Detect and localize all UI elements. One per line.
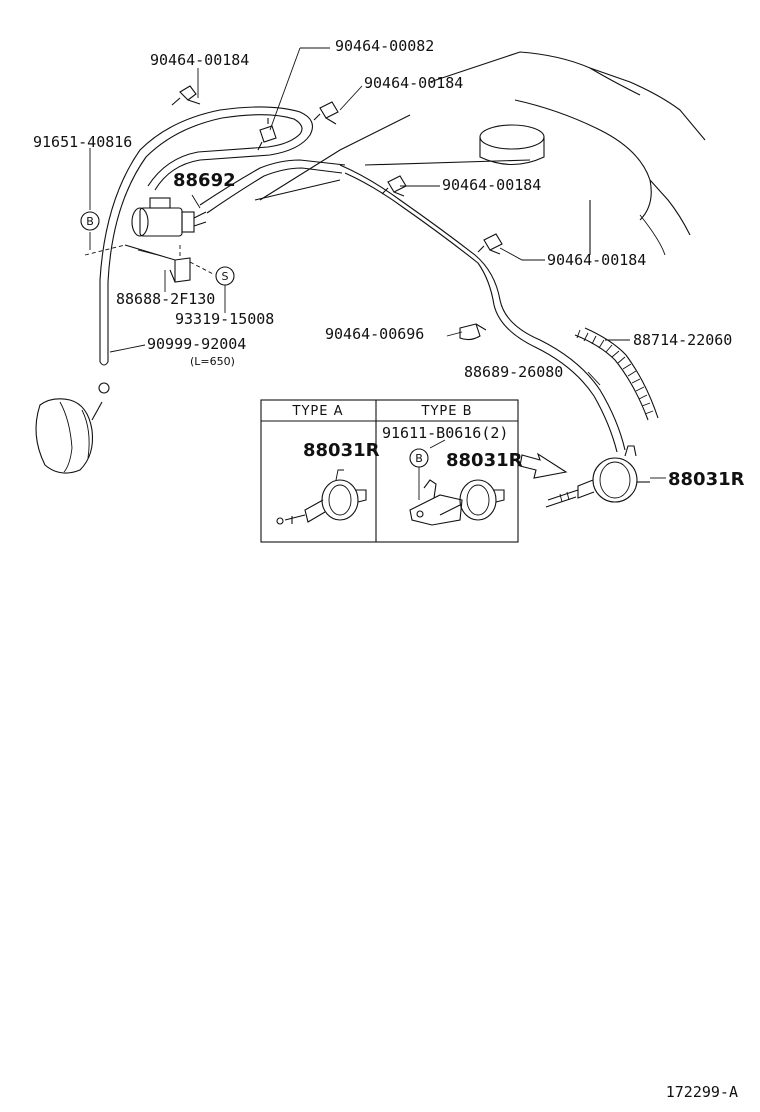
part-label-90999-92004: 90999-92004 — [147, 335, 246, 353]
part-label-88031r-type-a: 88031R — [303, 440, 380, 461]
type-table: TYPE A TYPE B B — [260, 399, 519, 543]
engine-body-outline — [254, 51, 706, 256]
hose-clip-b-icon — [257, 118, 277, 151]
part-label-90464-00184-a: 90464-00184 — [150, 51, 249, 69]
diagram-id: 172299-A — [666, 1083, 738, 1101]
part-label-90464-00184-b: 90464-00184 — [364, 74, 463, 92]
type-b-header: TYPE B — [421, 404, 473, 419]
part-label-93319-15008: 93319-15008 — [175, 310, 274, 328]
part-label-88688-2f130: 88688-2F130 — [116, 290, 215, 308]
hose-clip-e-icon — [477, 233, 503, 255]
part-label-91611-b0616: 91611-B0616(2) — [382, 424, 508, 442]
type-a-header: TYPE A — [292, 404, 344, 419]
part-label-90464-00082: 90464-00082 — [335, 37, 434, 55]
air-cleaner-icon — [35, 382, 110, 474]
part-label-90464-00184-d: 90464-00184 — [547, 251, 646, 269]
s-marker-label: S — [222, 270, 229, 283]
b-marker-type-b: B — [409, 448, 429, 468]
s-marker: S — [215, 266, 235, 286]
vacuum-actuator-type-b-icon — [409, 479, 505, 526]
part-label-88689-26080: 88689-26080 — [464, 363, 563, 381]
cap-icon — [479, 124, 545, 165]
part-label-88031r-main: 88031R — [668, 469, 745, 490]
vsv-valve-icon — [131, 197, 207, 237]
b-marker-type-b-label: B — [415, 452, 423, 465]
part-label-88714-22060: 88714-22060 — [633, 331, 732, 349]
hose-clip-c-icon — [313, 101, 339, 125]
vsv-bracket-icon — [84, 244, 216, 283]
vacuum-actuator-main-icon — [545, 445, 650, 508]
vacuum-hose-main — [99, 106, 626, 453]
hose-length-label: (L=650) — [190, 355, 235, 368]
part-label-90464-00696: 90464-00696 — [325, 325, 424, 343]
b-marker-left-label: B — [86, 215, 94, 228]
part-labels: 90464-00184 90464-00082 90464-00184 9165… — [33, 37, 745, 490]
hose-protector-icon — [574, 327, 659, 421]
part-label-91651-40816: 91651-40816 — [33, 133, 132, 151]
direction-arrow-icon — [519, 452, 568, 479]
part-label-88031r-type-b: 88031R — [446, 450, 523, 471]
hose-clip-f-icon — [459, 323, 487, 341]
b-marker-left: B — [80, 211, 100, 231]
vacuum-actuator-type-a-icon — [276, 469, 367, 525]
hose-clip-a-icon — [171, 85, 201, 106]
part-label-90464-00184-c: 90464-00184 — [442, 176, 541, 194]
leader-lines — [89, 47, 666, 479]
part-label-88692: 88692 — [173, 170, 236, 191]
